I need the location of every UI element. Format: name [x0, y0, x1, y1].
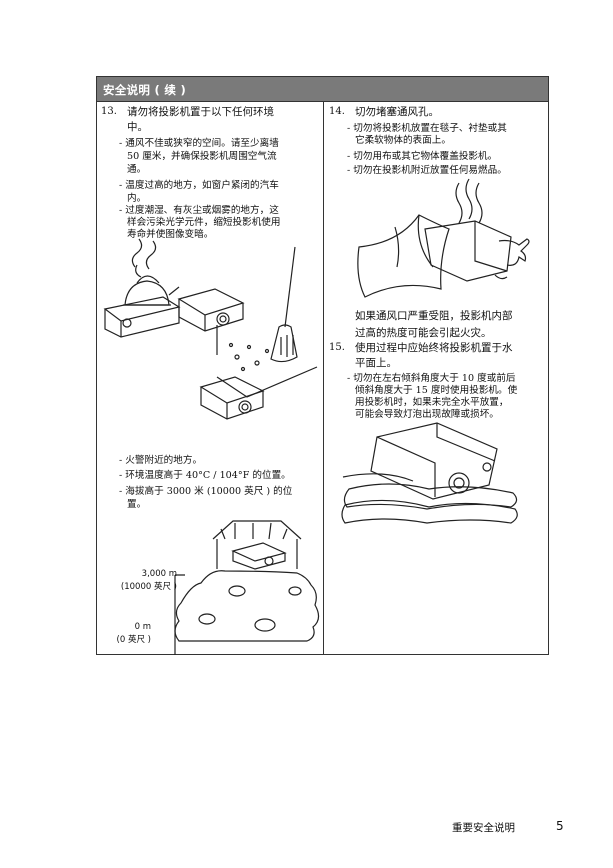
- covered-projector-illustration: [357, 178, 530, 298]
- item-15-bullet-1-line-4: 可能会导致灯泡出现故障或损坏。: [355, 409, 499, 420]
- footer-title: 重要安全说明: [452, 822, 515, 834]
- item-13-bullet-5: - 环境温度高于 40°C / 104°F 的位置。: [119, 470, 291, 481]
- tilted-projector-illustration: [341, 422, 518, 524]
- item-13-bullet-1-line-1: - 通风不佳或狭窄的空间。请至少离墙: [119, 138, 279, 149]
- item-14-bullet-1-line-1: - 切勿将投影机放置在毯子、衬垫或其: [347, 123, 507, 134]
- item-15-title-cont: 平面上。: [355, 357, 397, 369]
- safety-table: 安全说明 ( 续 ) 13. 请勿将投影机置于以下任何环境 中。 - 通风不佳或…: [96, 76, 549, 655]
- altitude-illustration: [174, 520, 320, 655]
- item-13-bullet-3-line-1: - 过度潮湿、有灰尘或烟雾的地方，这: [119, 205, 279, 216]
- item-13-bullet-3-line-2: 样会污染光学元件，缩短投影机使用: [127, 217, 281, 228]
- item-13-bullet-4: - 火警附近的地方。: [119, 455, 203, 466]
- item-14-note-line-2: 过高的热度可能会引起火灾。: [355, 327, 492, 339]
- item-14-bullet-3: - 切勿在投影机附近放置任何易燃品。: [347, 165, 507, 176]
- environment-illustration: [103, 238, 318, 420]
- item-13-title-cont: 中。: [127, 121, 148, 133]
- item-15-bullet-1-line-3: 用投影机时，如果未完全水平放置，: [355, 397, 509, 408]
- section-title: 安全说明 ( 续 ): [103, 83, 187, 97]
- column-divider: [323, 102, 324, 655]
- item-13-bullet-1-line-2: 50 厘米，并确保投影机周围空气流: [127, 151, 277, 162]
- item-15-bullet-1-line-1: - 切勿在左右倾斜角度大于 10 度或前后: [347, 373, 516, 384]
- item-14-note-line-1: 如果通风口严重受阻，投影机内部: [355, 310, 513, 322]
- altitude-low-ft-label: (0 英尺 ): [116, 635, 151, 645]
- item-13-bullet-1-line-3: 通。: [127, 164, 147, 175]
- altitude-high-ft-label: (10000 英尺 ): [120, 582, 177, 592]
- item-13-bullet-3-line-3: 寿命并使图像变暗。: [127, 229, 214, 240]
- table-header: 安全说明 ( 续 ): [97, 77, 548, 102]
- item-14-bullet-2: - 切勿用布或其它物体覆盖投影机。: [347, 151, 498, 162]
- item-15-title: 使用过程中应始终将投影机置于水: [355, 342, 513, 354]
- item-13-bullet-2-line-2: 内。: [127, 193, 147, 204]
- item-13-title: 请勿将投影机置于以下任何环境: [127, 106, 274, 118]
- item-15-number: 15.: [329, 342, 345, 353]
- altitude-low-label: 0 m: [134, 622, 151, 632]
- item-13-bullet-6-line-2: 置。: [127, 499, 147, 510]
- item-15-bullet-1-line-2: 倾斜角度大于 15 度时使用投影机。使: [355, 385, 518, 396]
- item-13-number: 13.: [101, 106, 117, 117]
- item-14-number: 14.: [329, 106, 345, 117]
- item-13-bullet-2-line-1: - 温度过高的地方，如窗户紧闭的汽车: [119, 180, 279, 191]
- item-14-bullet-1-line-2: 它柔软物体的表面上。: [355, 135, 451, 146]
- altitude-high-label: 3,000 m: [141, 569, 177, 579]
- page-number: 5: [556, 819, 564, 833]
- item-13-bullet-6-line-1: - 海拔高于 3000 米 (10000 英尺 ) 的位: [119, 486, 293, 497]
- item-14-title: 切勿堵塞通风孔。: [355, 106, 439, 118]
